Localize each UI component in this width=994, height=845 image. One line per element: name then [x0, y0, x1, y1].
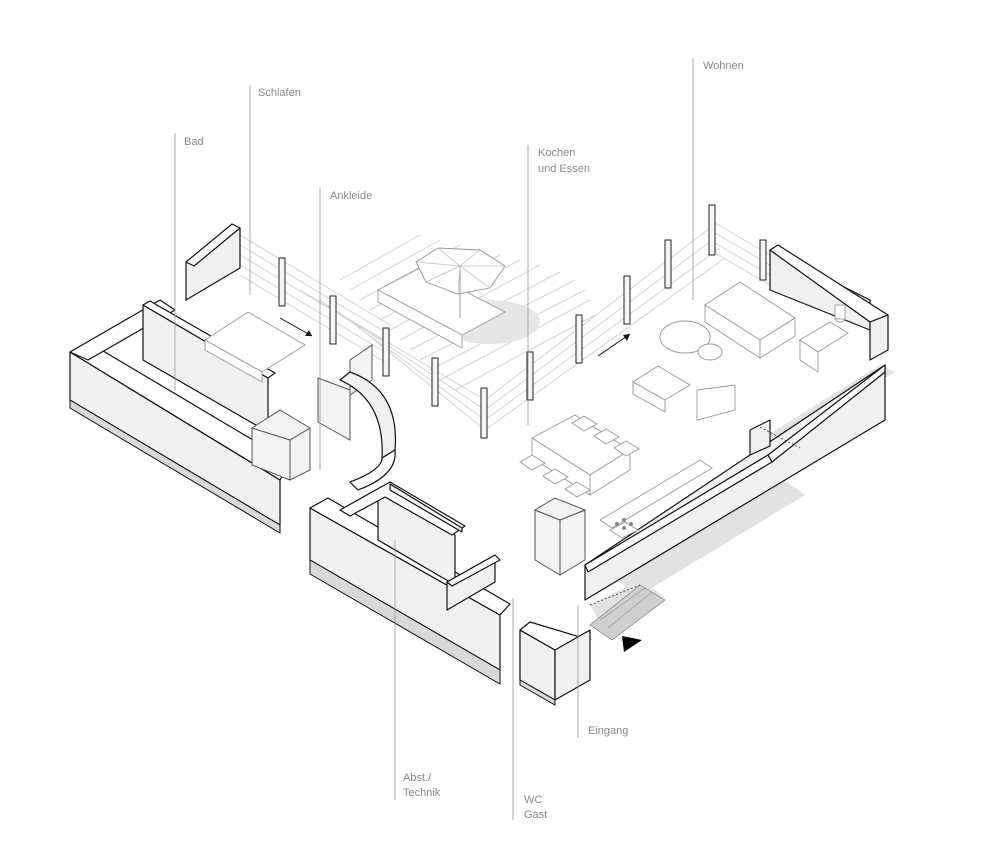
label-wc: WC: [524, 794, 542, 806]
label-ankleide: Ankleide: [330, 190, 372, 202]
living-furniture: [632, 281, 849, 421]
label-technik: Technik: [403, 787, 441, 799]
label-und-essen: und Essen: [538, 163, 590, 175]
label-kochen: Kochen: [538, 147, 575, 159]
label-schlafen: Schlafen: [258, 87, 301, 99]
room-labels: Bad Schlafen Ankleide Kochen und Essen W…: [184, 60, 744, 821]
bed: [204, 311, 306, 383]
terrace-furniture: [377, 247, 540, 349]
curved-wall: [339, 371, 397, 491]
label-eingang: Eingang: [588, 725, 628, 737]
entry-floor: [589, 584, 666, 652]
kitchen: [533, 459, 713, 576]
terrace-hatch-left: [239, 234, 486, 431]
outer-walls: [69, 223, 889, 706]
slide-arrows: [279, 317, 631, 357]
label-gast: Gast: [524, 809, 547, 821]
dining-table: [519, 414, 640, 498]
label-abst: Abst./: [403, 772, 432, 784]
label-bad: Bad: [184, 136, 204, 148]
wardrobes: [250, 344, 373, 481]
label-wohnen: Wohnen: [703, 60, 744, 72]
facade-posts: [278, 204, 767, 439]
leader-lines: [174, 58, 694, 820]
dashed-lines: [589, 426, 801, 606]
